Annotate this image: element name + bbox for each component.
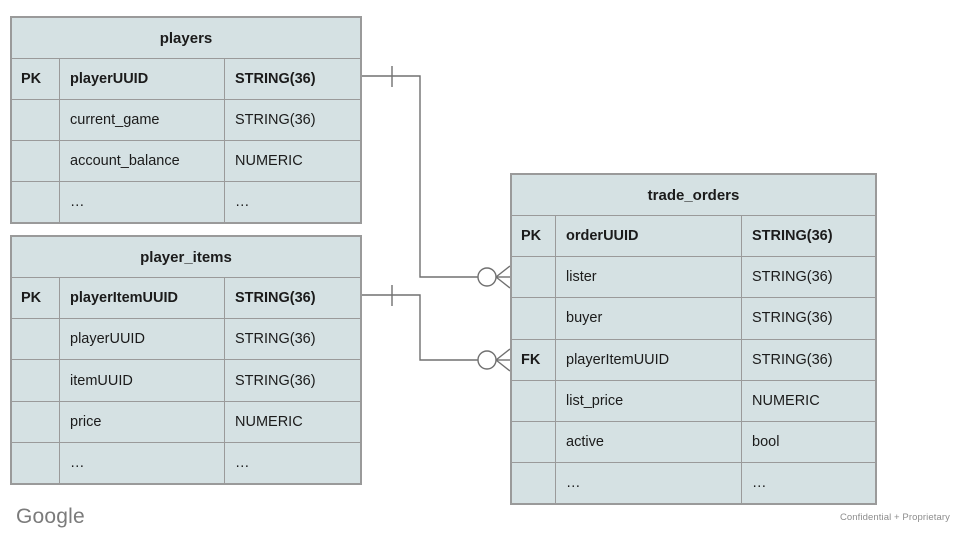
field-key-marker <box>11 99 60 141</box>
entity-title: trade_orders <box>511 173 876 217</box>
field-key-marker <box>11 181 60 223</box>
field-key-marker <box>511 379 556 422</box>
field-type: STRING(36) <box>224 318 361 361</box>
entity-title: player_items <box>11 235 361 279</box>
field-name: list_price <box>555 379 742 422</box>
field-name: playerUUID <box>59 58 225 100</box>
field-name: … <box>555 461 742 505</box>
field-type: bool <box>741 420 876 463</box>
field-name: active <box>555 420 742 463</box>
field-name: … <box>59 441 225 485</box>
crows-foot <box>495 265 511 289</box>
field-type: NUMERIC <box>224 140 361 182</box>
field-type: … <box>224 181 361 223</box>
field-name: playerUUID <box>59 318 225 361</box>
field-key-marker: PK <box>11 58 60 100</box>
field-key-marker <box>11 140 60 182</box>
field-key-marker <box>511 420 556 463</box>
field-type: STRING(36) <box>741 297 876 340</box>
field-key-marker <box>511 297 556 340</box>
field-type: … <box>224 441 361 485</box>
field-type: STRING(36) <box>741 215 876 258</box>
google-logo: Google <box>16 505 85 528</box>
field-type: NUMERIC <box>741 379 876 422</box>
field-key-marker <box>11 318 60 361</box>
field-type: STRING(36) <box>741 338 876 381</box>
entity-title-row: players <box>11 17 361 59</box>
field-type: STRING(36) <box>224 359 361 402</box>
field-key-marker <box>511 461 556 505</box>
field-type: … <box>741 461 876 505</box>
field-key-marker <box>511 256 556 299</box>
field-type: STRING(36) <box>224 277 361 320</box>
entity-field-row[interactable]: …… <box>11 441 361 485</box>
field-key-marker: PK <box>11 277 60 320</box>
field-type: STRING(36) <box>741 256 876 299</box>
field-name: playerItemUUID <box>555 338 742 381</box>
relationship-line-player-items-trade-orders <box>362 285 511 372</box>
field-key-marker <box>11 400 60 443</box>
field-name: itemUUID <box>59 359 225 402</box>
entity-title: players <box>11 17 361 59</box>
crows-foot <box>495 348 511 372</box>
field-name: … <box>59 181 225 223</box>
field-key-marker: PK <box>511 215 556 258</box>
entity-field-row[interactable]: …… <box>11 181 361 223</box>
field-name: lister <box>555 256 742 299</box>
relationship-line-players-trade-orders <box>362 66 511 289</box>
confidentiality-notice: Confidential + Proprietary <box>839 512 950 523</box>
field-name: price <box>59 400 225 443</box>
field-name: account_balance <box>59 140 225 182</box>
field-type: STRING(36) <box>224 58 361 100</box>
field-name: buyer <box>555 297 742 340</box>
cardinality-zero-circle <box>477 267 497 287</box>
field-name: playerItemUUID <box>59 277 225 320</box>
field-key-marker <box>11 359 60 402</box>
field-name: current_game <box>59 99 225 141</box>
field-key-marker: FK <box>511 338 556 381</box>
entity-field-row[interactable]: …… <box>511 461 876 505</box>
cardinality-zero-circle <box>477 350 497 370</box>
entity-title-row: player_items <box>11 235 361 279</box>
field-name: orderUUID <box>555 215 742 258</box>
field-key-marker <box>11 441 60 485</box>
field-type: STRING(36) <box>224 99 361 141</box>
entity-title-row: trade_orders <box>511 173 876 217</box>
field-type: NUMERIC <box>224 400 361 443</box>
